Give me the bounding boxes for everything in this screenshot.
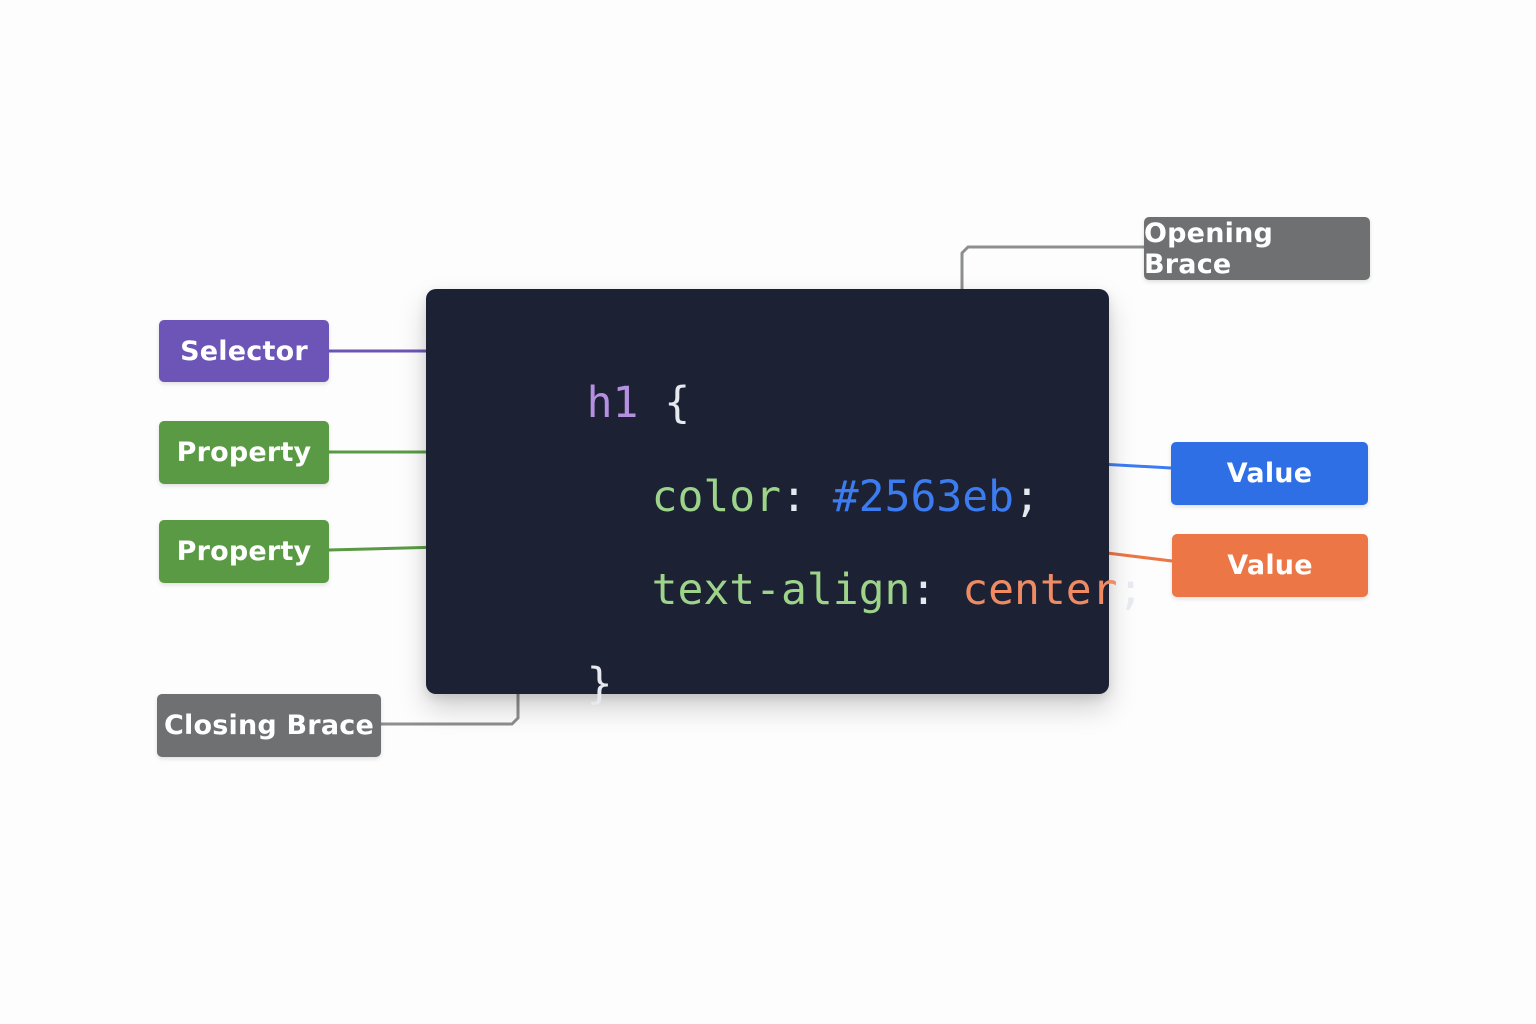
- code-line-4: }: [483, 609, 613, 759]
- property-label-2: Property: [159, 520, 329, 583]
- css-semicolon: ;: [1014, 472, 1040, 522]
- css-semicolon: ;: [1117, 565, 1144, 615]
- css-colon: :: [910, 565, 937, 615]
- css-property-color: color: [651, 472, 782, 522]
- property-label-1: Property: [159, 421, 329, 484]
- code-line-1: h1 {: [483, 328, 691, 478]
- css-property-text-align: text-align: [651, 565, 911, 615]
- value-label-1: Value: [1171, 442, 1368, 505]
- selector-label: Selector: [159, 320, 329, 382]
- css-opening-brace: {: [664, 378, 691, 428]
- code-block: [426, 289, 1109, 694]
- value-label-2: Value: [1172, 534, 1368, 597]
- code-line-3: text-align: center;: [548, 515, 1144, 665]
- opening-brace-label: Opening Brace: [1144, 217, 1370, 280]
- css-selector: h1: [586, 378, 639, 428]
- css-closing-brace: }: [586, 659, 613, 709]
- css-value-center: center: [962, 565, 1118, 615]
- closing-brace-label: Closing Brace: [157, 694, 381, 757]
- code-line-2: color: #2563eb;: [548, 422, 1040, 572]
- css-value-hex: #2563eb: [832, 472, 1015, 522]
- css-colon: :: [781, 472, 807, 522]
